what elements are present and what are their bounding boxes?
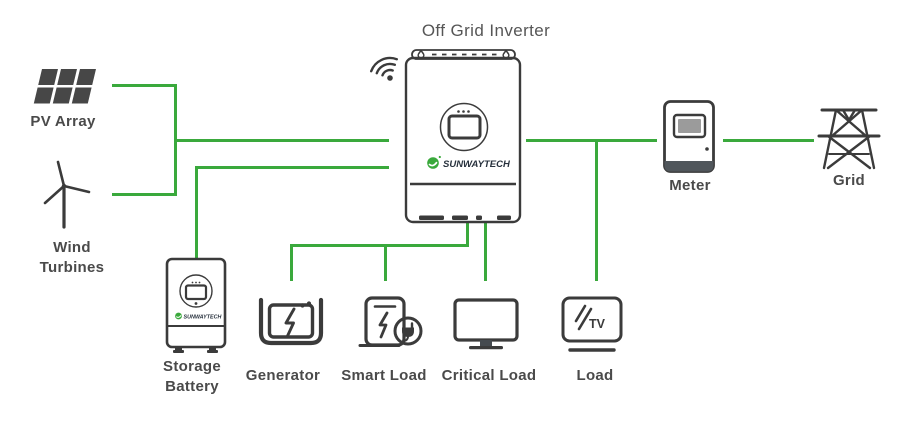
wind-turbines-label: Wind Turbines (39, 239, 105, 276)
inverter-icon: SUNWAYTECH (352, 44, 528, 226)
sunwaytech-logo-icon (427, 155, 441, 169)
wind-turbine-icon (40, 156, 92, 230)
storage-battery-icon: SUNWAYTECH (163, 255, 229, 355)
page-title: Off Grid Inverter (421, 21, 551, 40)
line-smartload-drop (384, 244, 387, 281)
generator-icon (255, 293, 327, 351)
wifi-icon (370, 56, 398, 81)
pv-array-label: PV Array (30, 113, 96, 130)
storage-battery-label: Storage Battery (163, 358, 221, 395)
line-meter-to-grid (723, 139, 814, 142)
load-tv-icon: TV (559, 294, 625, 358)
grid-tower-icon (817, 105, 881, 173)
plug-icon (402, 322, 414, 342)
line-ac-input-bus (290, 244, 469, 247)
inverter-logo-text: SUNWAYTECH (443, 159, 511, 170)
pv-array-icon (28, 66, 98, 108)
generator-label: Generator (245, 367, 321, 384)
tv-icon-text: TV (589, 317, 606, 331)
line-inverter-bottom-stub (466, 222, 469, 247)
line-load-drop (595, 139, 598, 281)
line-bus-to-inverter (174, 139, 389, 142)
critical-load-icon (452, 297, 520, 353)
critical-load-label: Critical Load (441, 367, 537, 384)
line-generator-drop (290, 244, 293, 281)
line-inverter-to-meter (526, 139, 657, 142)
line-criticalload-drop (484, 222, 487, 281)
line-battery-to-inverter (195, 166, 389, 169)
line-battery-drop (195, 166, 198, 258)
meter-label: Meter (669, 177, 711, 194)
sunwaytech-logo-icon (175, 312, 182, 320)
line-wind-branch (112, 193, 176, 196)
smart-load-icon (358, 294, 424, 354)
battery-logo-text: SUNWAYTECH (184, 314, 222, 320)
line-pv-branch (112, 84, 176, 87)
load-label: Load (576, 367, 614, 384)
grid-label: Grid (832, 172, 866, 189)
meter-icon (662, 99, 718, 175)
smart-load-label: Smart Load (341, 367, 427, 384)
